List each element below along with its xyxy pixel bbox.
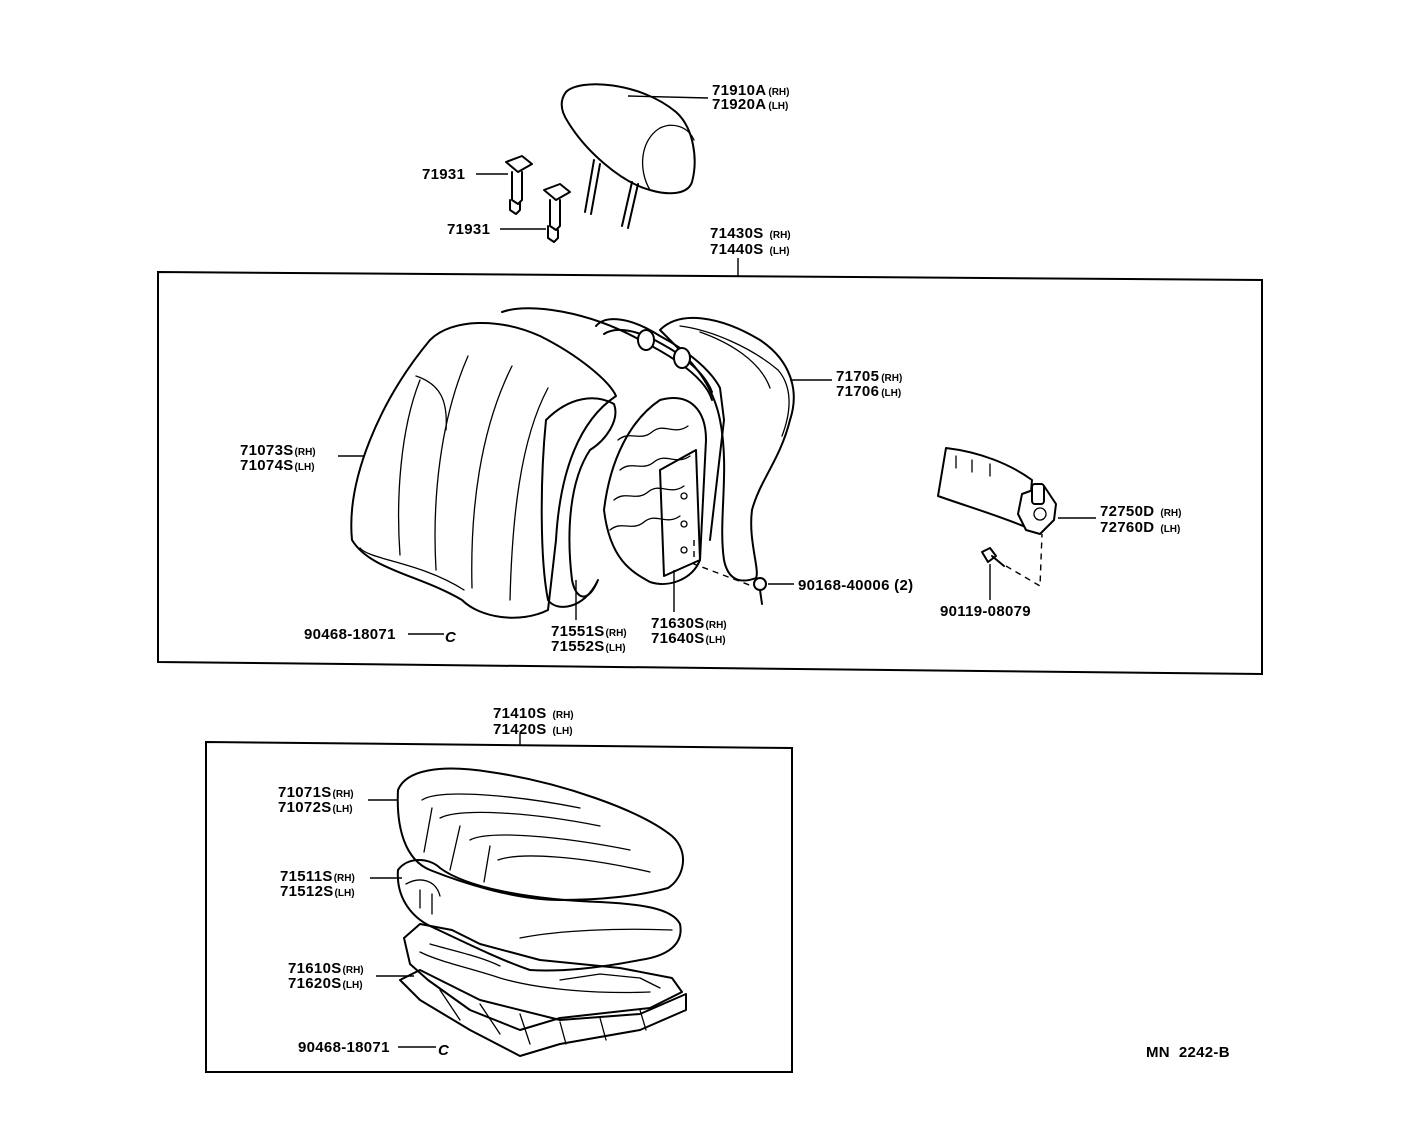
drawing-code: MN 2242-B [1146,1044,1230,1061]
label-back-frame-lh: 71640S(LH) [651,630,726,647]
recliner-drawing [937,447,1057,535]
seatback-cover-drawing [350,322,617,619]
label-bolt-recliner: 90119-08079 [940,603,1031,620]
label-cushion-assy-rh: 71410S(RH) [493,705,574,722]
seatback-frame-drawing [595,318,725,585]
label-back-frame-rh: 71630S(RH) [651,615,727,632]
label-seatback-assy-lh: 71440S(LH) [710,241,790,258]
clip-symbol-back: C [445,629,457,646]
label-cushion-cover-lh: 71072S(LH) [278,799,353,816]
label-cushion-frame-lh: 71620S(LH) [288,975,363,992]
screw-back-drawing [753,577,767,605]
cushion-frame-drawing [399,923,687,1057]
label-headrest-lh: 71920A(LH) [712,96,788,113]
headrest-support-lower [543,183,571,243]
label-cushion-assy-lh: 71420S(LH) [493,721,573,738]
dash-bolt-recliner [1005,533,1043,588]
label-hog-ring-back: 90468-18071 [304,626,396,643]
label-screw-back: 90168-40006 (2) [798,577,913,594]
label-recliner-lh: 72760D(LH) [1100,519,1180,536]
headrest-support-upper [505,155,533,215]
label-support-lower: 71931 [447,221,490,238]
label-back-pad-rh: 71705(RH) [836,368,902,385]
label-seatback-assy-rh: 71430S(RH) [710,225,791,242]
seatback-assembly-box [157,270,1263,676]
seatback-pad-drawing [501,307,795,582]
cushion-pad-drawing [396,859,682,972]
label-back-cover-rh: 71073S(RH) [240,442,316,459]
label-recliner-rh: 72750D(RH) [1100,503,1181,520]
bolt-recliner-drawing [981,547,1005,567]
cushion-assembly-box [205,740,793,1073]
label-back-spring-rh: 71551S(RH) [551,623,627,640]
dash-screw-back [693,540,753,587]
label-cushion-pad-rh: 71511S(RH) [280,868,355,885]
label-hog-ring-cushion: 90468-18071 [298,1039,390,1056]
clip-symbol-cushion: C [438,1042,450,1059]
cushion-cover-drawing [396,767,685,901]
leader-headrest [627,95,709,99]
label-back-spring-lh: 71552S(LH) [551,638,626,655]
label-cushion-frame-rh: 71610S(RH) [288,960,364,977]
label-back-cover-lh: 71074S(LH) [240,457,315,474]
label-support-upper: 71931 [422,166,465,183]
label-headrest-rh: 71910A(RH) [712,82,789,99]
label-cushion-pad-lh: 71512S(LH) [280,883,355,900]
label-cushion-cover-rh: 71071S(RH) [278,784,354,801]
headrest-drawing [560,83,696,229]
label-back-pad-lh: 71706(LH) [836,383,901,400]
